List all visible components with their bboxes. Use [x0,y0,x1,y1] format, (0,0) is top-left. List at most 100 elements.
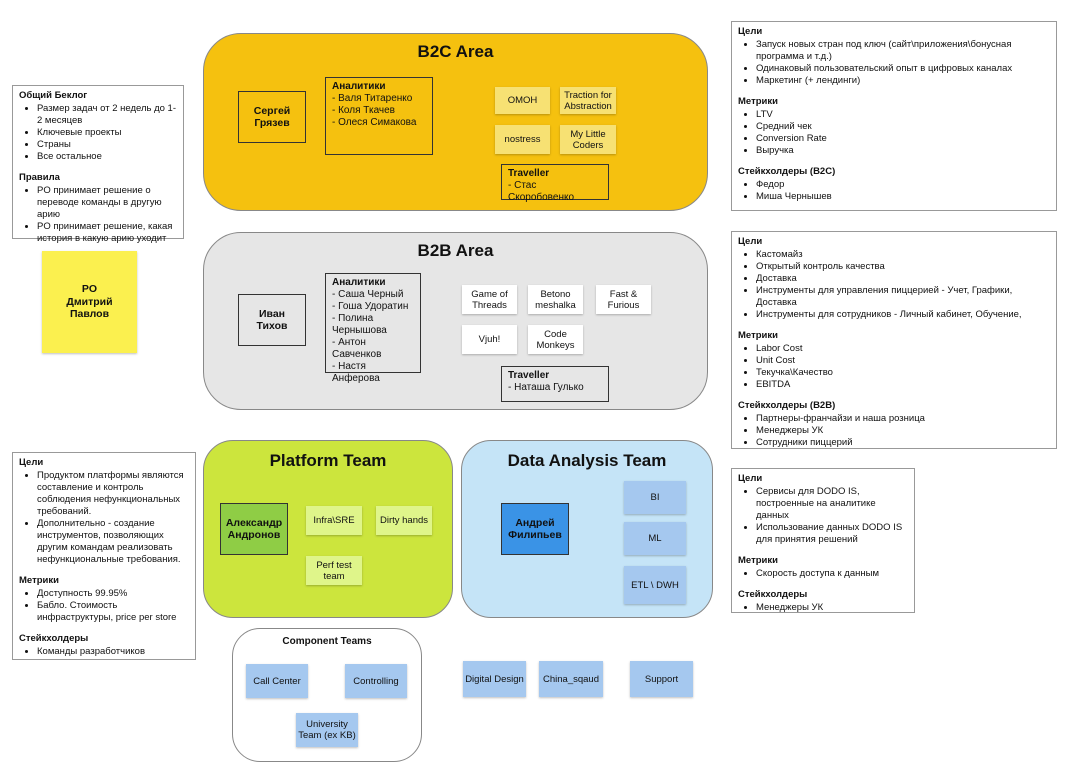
b2b-analyst: - Антон Савченков [332,337,382,360]
panel-list: Labor CostUnit CostТекучка\КачествоEBITD… [738,343,1050,391]
panel-heading: Стейкхолдеры (B2B) [738,400,836,411]
panel-heading: Общий Беклог [19,90,88,101]
panel-list-item: Текучка\Качество [756,367,1050,379]
panel-list: PO принимает решение о переводе команды … [19,185,177,245]
b2c-team-omoh[interactable]: OMOH [495,87,550,114]
team-digital-design[interactable]: Digital Design [463,661,526,697]
data-team-bi[interactable]: BI [624,481,686,514]
panel-heading: Цели [738,26,763,37]
b2b-analyst: - Настя Анферова [332,361,380,384]
panel-heading: Цели [738,473,763,484]
team-label: ETL \ DWH [631,579,679,591]
component-team-university[interactable]: University Team (ex KB) [296,713,358,747]
b2c-traveller-box: Traveller - Стас Скоробовенко [501,164,609,203]
panel-list: Доступность 99.95%Бабло. Стоимость инфра… [19,588,189,624]
data-lead[interactable]: Андрей Филипьев [501,503,569,555]
panel-list-item: Менеджеры УК [756,602,908,614]
b2c-team-traction[interactable]: Traction for Abstraction [560,87,616,114]
data-team-etl-dwh[interactable]: ETL \ DWH [624,566,686,604]
team-label: University Team (ex KB) [298,719,356,741]
panel-list-item: Открытый контроль качества [756,261,1050,273]
platform-team-dirty-hands[interactable]: Dirty hands [376,506,432,535]
team-label: Code Monkeys [536,328,575,351]
team-label: Vjuh! [478,334,501,345]
panel-list-item: Labor Cost [756,343,1050,355]
panel-heading: Стейкхолдеры [738,589,808,600]
b2b-team-game-of-threads[interactable]: Game of Threads [462,285,517,314]
platform-team-perf-test[interactable]: Perf test team [306,556,362,585]
panel-list-item: Партнеры-франчайзи и наша розница [756,413,1050,425]
po-note[interactable]: PO Дмитрий Павлов [42,251,137,353]
data-panel: ЦелиСервисы для DODO IS, построенные на … [731,468,915,613]
panel-list-item: Сотрудники пиццерий [756,437,1050,449]
b2c-analyst: - Олеся Симакова [332,117,417,128]
panel-list: LTVСредний чекConversion RateВыручка [738,109,1050,157]
team-label: China_sqaud [543,673,599,685]
panel-list-item: Менеджеры УК [756,425,1050,437]
b2c-area-title: B2C Area [417,42,494,61]
b2b-lead[interactable]: Иван Тихов [238,294,306,346]
panel-list-item: Сервисы для DODO IS, построенные на анал… [756,486,908,522]
team-china-squad[interactable]: China_sqaud [539,661,603,697]
component-team-controlling[interactable]: Controlling [345,664,407,698]
po-note-text: PO Дмитрий Павлов [66,283,113,321]
panel-list: Менеджеры УК [738,602,908,614]
b2b-team-betono-meshalka[interactable]: Betono meshalka [528,285,583,314]
panel-list-item: Федор [756,179,1050,191]
panel-list-item: Инструменты для сотрудников - Личный каб… [756,309,1050,321]
panel-heading: Метрики [738,555,778,566]
b2c-team-nostress[interactable]: nostress [495,125,550,154]
b2b-team-vjuh[interactable]: Vjuh! [462,325,517,354]
b2b-traveller-name: - Наташа Гулько [508,382,584,393]
panel-list-item: Скорость доступа к данным [756,568,908,580]
panel-heading: Метрики [738,330,778,341]
team-label: My Little Coders [570,128,606,151]
b2b-team-fast-furious[interactable]: Fast & Furious [596,285,651,314]
b2c-analysts-box: Аналитики - Валя Титаренко - Коля Ткачев… [325,77,433,155]
team-support[interactable]: Support [630,661,693,697]
panel-list-item: Кастомайз [756,249,1050,261]
b2c-traveller-title: Traveller [508,168,550,179]
data-analysis-team-title: Data Analysis Team [507,451,667,470]
b2b-analyst: - Полина Чернышова [332,313,387,336]
component-teams-title: Component Teams [282,636,372,647]
b2b-team-code-monkeys[interactable]: Code Monkeys [528,325,583,354]
panel-heading: Цели [19,457,44,468]
b2c-team-my-little-coders[interactable]: My Little Coders [560,125,616,154]
team-label: nostress [504,134,541,145]
panel-list-item: Conversion Rate [756,133,1050,145]
platform-panel: ЦелиПродуктом платформы являются составл… [12,452,196,660]
panel-list-item: Средний чек [756,121,1050,133]
platform-lead[interactable]: Александр Андронов [220,503,288,555]
team-label: Perf test team [316,559,352,582]
b2b-analyst: - Саша Черный [332,289,404,300]
panel-list-item: Все остальное [37,151,177,163]
component-team-call-center[interactable]: Call Center [246,664,308,698]
panel-list: Команды разработчиков [19,646,189,658]
team-label: OMOH [507,95,538,106]
panel-list-item: EBITDA [756,379,1050,391]
panel-list-item: PO принимает решение, какая история в ка… [37,221,177,245]
b2b-area-title: B2B Area [417,241,494,260]
b2c-lead-name: Сергей Грязев [253,105,291,129]
b2b-analysts-title: Аналитики [332,277,386,288]
data-team-ml[interactable]: ML [624,522,686,555]
panel-list: Запуск новых стран под ключ (сайт\прилож… [738,39,1050,87]
platform-lead-name: Александр Андронов [225,517,283,541]
team-label: Digital Design [465,673,524,685]
team-label: Fast & Furious [607,288,640,311]
b2b-lead-name: Иван Тихов [256,308,288,332]
panel-list-item: Команды разработчиков [37,646,189,658]
b2b-panel: ЦелиКастомайзОткрытый контроль качестваД… [731,231,1057,449]
panel-list-item: Бабло. Стоимость инфраструктуры, price p… [37,600,189,624]
panel-heading: Стейкхолдеры [19,633,89,644]
panel-list: Размер задач от 2 недель до 1-2 месяцевК… [19,103,177,163]
b2c-lead[interactable]: Сергей Грязев [238,91,306,143]
panel-list-item: Дополнительно - создание инструментов, п… [37,518,189,566]
panel-list-item: Страны [37,139,177,151]
panel-list: Сервисы для DODO IS, построенные на анал… [738,486,908,546]
panel-list: Продуктом платформы являются составление… [19,470,189,566]
panel-list-item: Маркетинг (+ лендинги) [756,75,1050,87]
b2c-analysts-title: Аналитики [332,81,386,92]
platform-team-infra-sre[interactable]: Infra\SRE [306,506,362,535]
